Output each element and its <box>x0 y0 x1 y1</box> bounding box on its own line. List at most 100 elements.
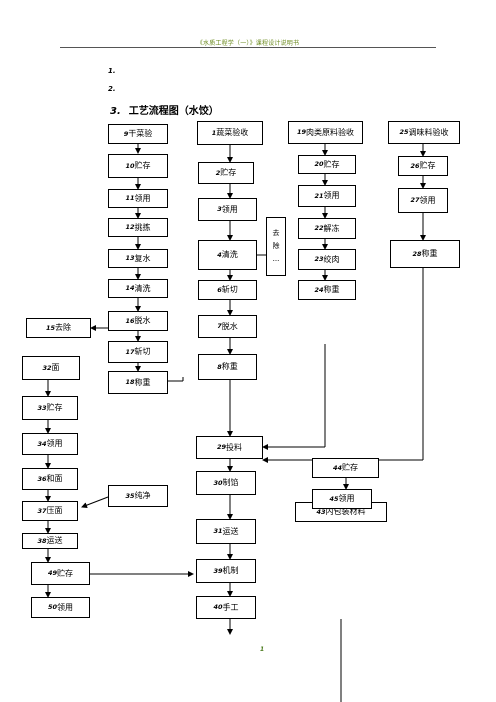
step-20-number: 20 <box>314 160 324 169</box>
step-23-number: 23 <box>314 255 324 264</box>
step-44-label: 贮存 <box>342 463 359 472</box>
step-16-label: 脱水 <box>134 316 151 325</box>
step-10-number: 10 <box>125 161 135 170</box>
step-21-label: 领用 <box>323 191 340 200</box>
step-6-label: 斩切 <box>221 285 238 294</box>
step-19-label: 肉类原料验收 <box>306 127 355 137</box>
step-49-number: 49 <box>47 569 58 578</box>
step-11-label: 领用 <box>134 193 151 203</box>
step-4-label: 清洗 <box>221 250 238 259</box>
step-23-label: 绞肉 <box>323 254 340 264</box>
section-title-text: 工艺流程图（水饺） <box>128 106 219 117</box>
step-5-box: 去除... <box>266 217 286 276</box>
step-45-label: 领用 <box>338 494 355 503</box>
step-3-number: 3 <box>217 205 222 214</box>
step-33-label: 贮存 <box>46 403 63 412</box>
step-8-number: 8 <box>217 362 222 371</box>
step-28-number: 28 <box>412 249 422 258</box>
step-14-number: 14 <box>125 284 135 293</box>
step-25-label: 调味料验收 <box>408 127 449 137</box>
step-38-number: 38 <box>37 536 47 545</box>
section-title: 3. 工艺流程图（水饺） <box>110 102 219 117</box>
step-24-number: 24 <box>314 285 324 294</box>
step-18-label: 称重 <box>134 377 151 387</box>
step-26-number: 26 <box>410 161 420 170</box>
step-22-label: 解冻 <box>323 223 340 233</box>
step-39-label: 机制 <box>222 566 239 575</box>
step-13-number: 13 <box>125 254 135 263</box>
step-17-label: 斩切 <box>134 347 151 356</box>
step-31-label: 运送 <box>222 526 239 536</box>
step-27-number: 27 <box>410 196 420 205</box>
step-6-number: 6 <box>217 285 222 294</box>
document-header: 《水质工程学（一）》课程设计说明书 <box>196 40 300 47</box>
step-7-label: 脱水 <box>221 321 238 331</box>
list-item-2: 2. <box>108 85 116 93</box>
step-21-number: 21 <box>314 191 324 200</box>
step-29-label: 投料 <box>226 442 243 452</box>
step-19-number: 19 <box>296 128 307 137</box>
step-33-number: 33 <box>37 403 47 412</box>
step-2-label: 贮存 <box>220 168 237 177</box>
step-38-label: 运送 <box>46 536 63 545</box>
step-44-number: 44 <box>332 463 343 472</box>
step-1-label: 蔬菜验收 <box>216 128 249 137</box>
step-2-number: 2 <box>215 168 221 177</box>
step-5-label-3: ... <box>272 255 280 263</box>
list-item-1: 1. <box>108 67 116 75</box>
step-11-number: 11 <box>125 194 135 203</box>
step-24-label: 称重 <box>323 285 340 294</box>
step-32-label: 面 <box>51 363 60 372</box>
step-12-number: 12 <box>125 223 135 232</box>
step-1-number: 1 <box>211 128 217 137</box>
step-34-label: 领用 <box>46 439 63 448</box>
step-9-number: 9 <box>123 129 129 138</box>
step-39-number: 39 <box>213 566 223 575</box>
step-40-label: 手工 <box>222 602 239 612</box>
section-number: 3. <box>110 106 121 117</box>
step-37-number: 37 <box>37 506 47 515</box>
step-4-number: 4 <box>217 250 222 259</box>
step-27-label: 领用 <box>419 195 436 205</box>
step-25-number: 25 <box>399 128 409 137</box>
step-10-label: 贮存 <box>134 161 151 170</box>
step-34-number: 34 <box>37 439 47 448</box>
step-26-label: 贮存 <box>419 161 436 170</box>
step-16-number: 16 <box>125 316 135 325</box>
step-20-label: 贮存 <box>323 159 340 169</box>
step-40-number: 40 <box>213 603 223 612</box>
step-50-number: 50 <box>47 603 58 612</box>
step-5-label-2: 除 <box>272 242 280 250</box>
